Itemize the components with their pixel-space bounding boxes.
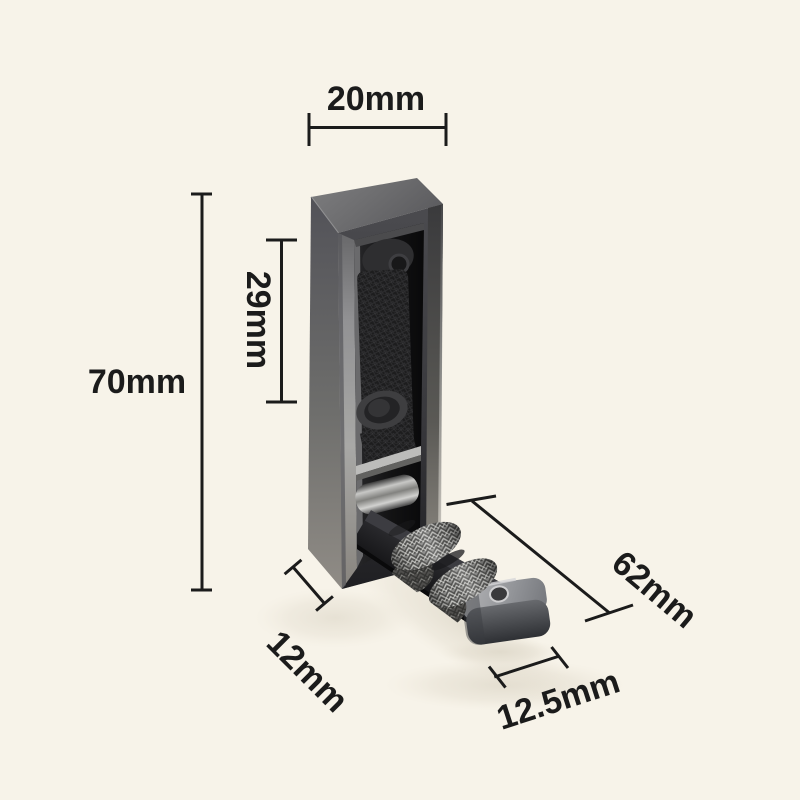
- svg-text:20mm: 20mm: [327, 80, 425, 118]
- svg-text:29mm: 29mm: [239, 271, 277, 369]
- svg-text:70mm: 70mm: [88, 363, 186, 401]
